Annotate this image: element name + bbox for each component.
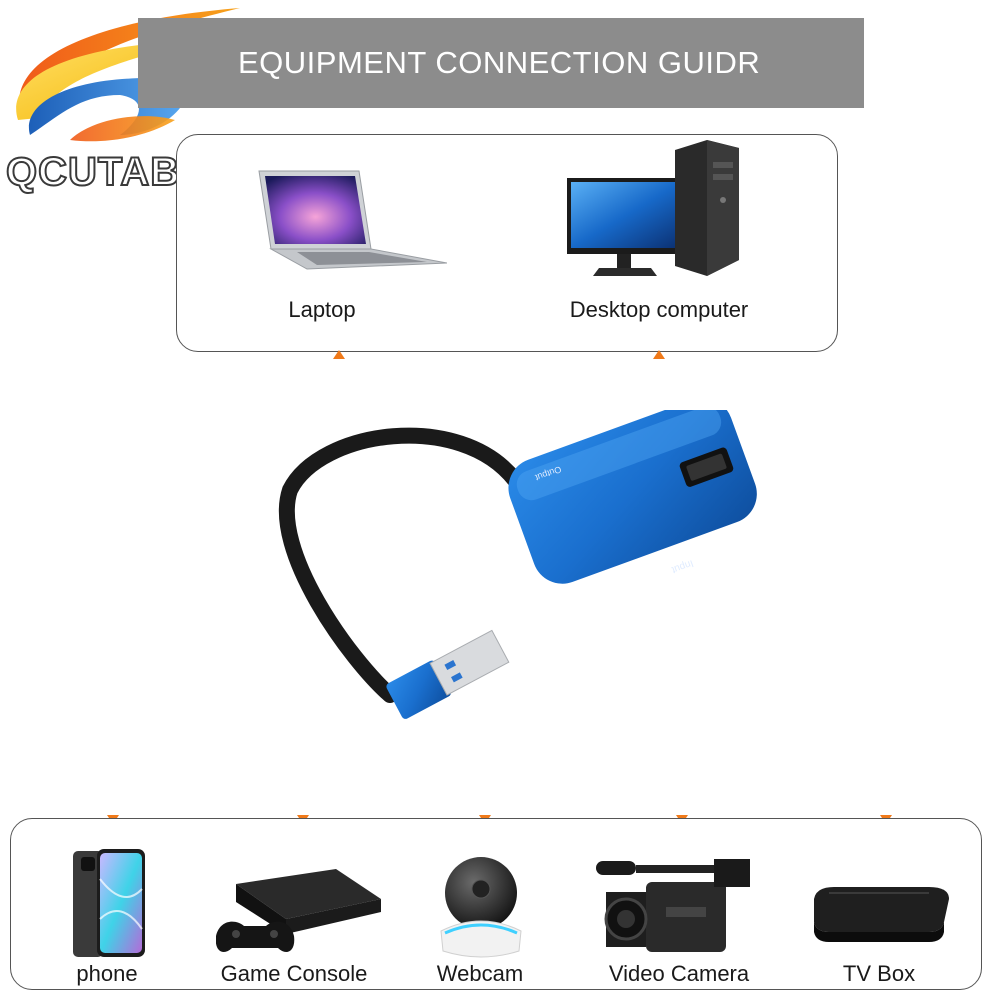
source-devices-panel: phone Game Console Webcam	[10, 818, 982, 990]
tv-box-icon	[804, 887, 954, 952]
arrow-up-icon	[333, 350, 345, 359]
page-title: EQUIPMENT CONNECTION GUIDR	[238, 45, 761, 80]
device-label-game-console: Game Console	[220, 961, 368, 986]
desktop-computer-icon	[567, 140, 767, 280]
webcam-icon	[431, 851, 531, 961]
device-label-video-camera: Video Camera	[608, 961, 750, 986]
header-banner: EQUIPMENT CONNECTION GUIDR	[138, 18, 864, 108]
laptop-icon	[247, 165, 447, 275]
video-camera-icon	[596, 847, 756, 962]
device-label-tv-box: TV Box	[842, 961, 916, 986]
device-label-laptop: Laptop	[288, 297, 356, 322]
device-label-phone: phone	[76, 961, 138, 986]
device-label-desktop-computer: Desktop computer	[569, 297, 749, 322]
game-console-icon	[216, 864, 381, 964]
arrow-up-icon	[653, 350, 665, 359]
adapter-input-label: Input	[670, 557, 695, 575]
device-label-webcam: Webcam	[436, 961, 524, 986]
hdmi-usb-adapter-image: Output Input	[260, 410, 760, 790]
phone-icon	[73, 849, 145, 959]
host-devices-panel: Laptop Desktop computer	[176, 134, 838, 352]
